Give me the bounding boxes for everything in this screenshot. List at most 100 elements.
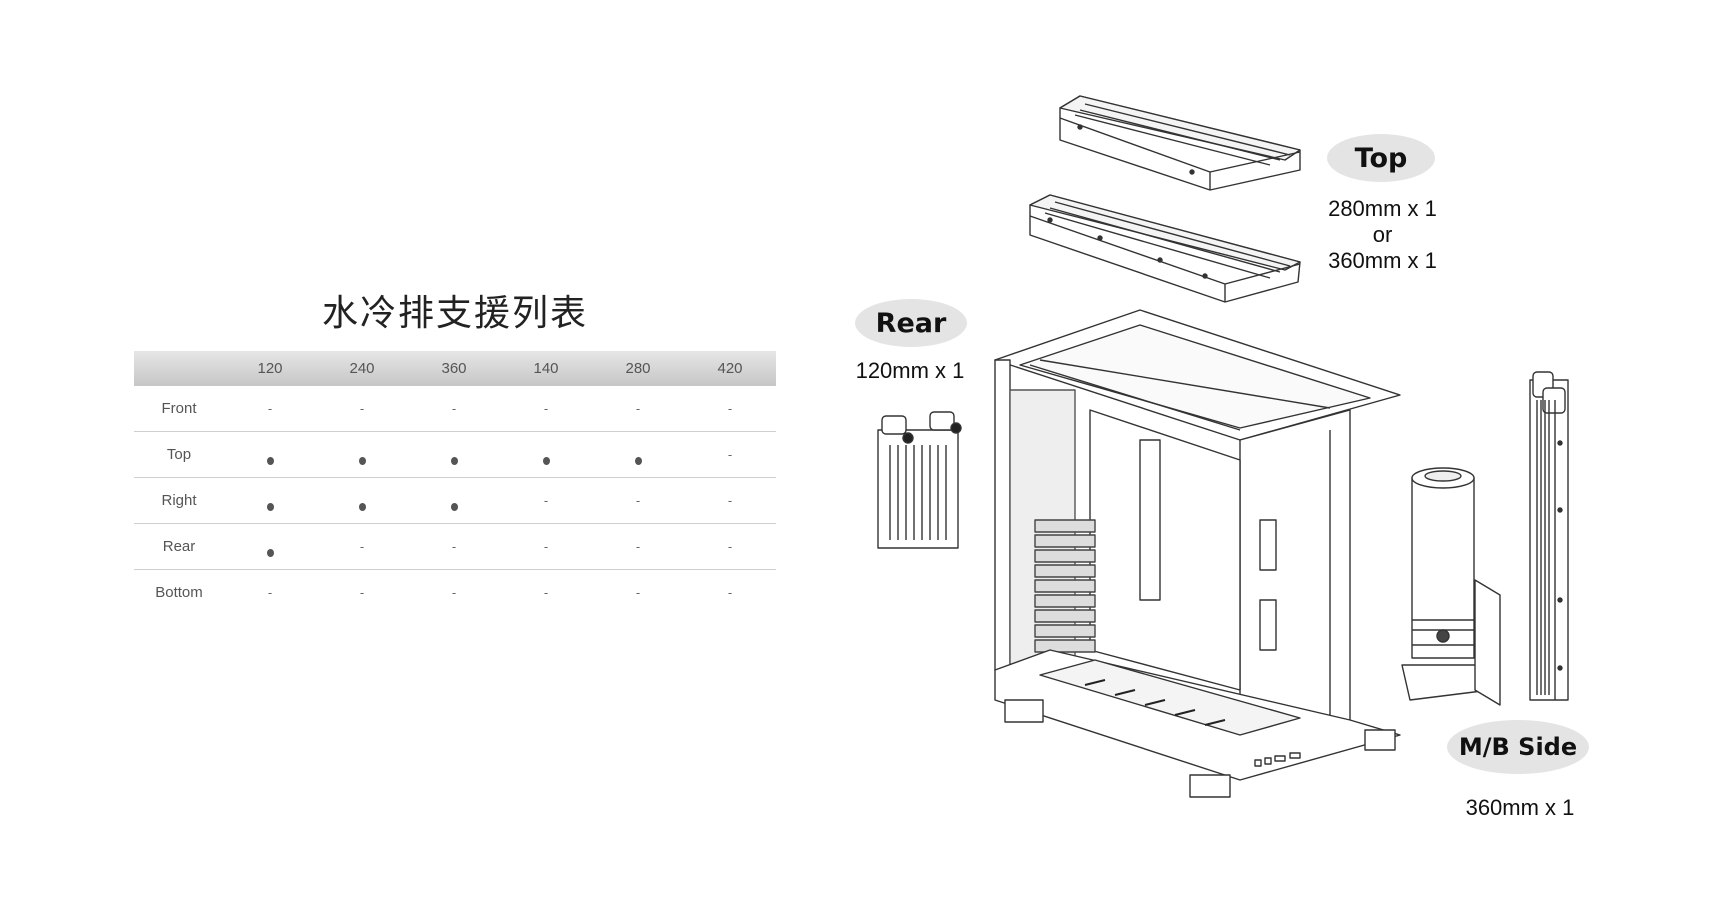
support-cell: - [500,386,592,432]
support-cell: - [316,570,408,616]
unsupported-dash: - [635,539,641,554]
unsupported-dash: - [359,585,365,600]
support-cell: - [316,386,408,432]
support-cell: ● [224,477,316,524]
support-cell: - [684,570,776,616]
pc-case-image [994,309,1401,798]
column-header: 420 [684,351,776,386]
callout-top-label: Top [1354,142,1408,174]
unsupported-dash: - [359,539,365,554]
support-cell: ● [408,431,500,478]
supported-dot: ● [634,457,642,465]
unsupported-dash: - [727,447,733,462]
spec-line: 360mm x 1 [1328,248,1437,273]
unsupported-dash: - [267,585,273,600]
supported-dot: ● [266,503,274,511]
unsupported-dash: - [543,539,549,554]
unsupported-dash: - [451,401,457,416]
support-cell: - [500,477,592,524]
radiator-support-table: 120 240 360 140 280 420 Front - - - - - - Top ● ●… [134,351,776,615]
top-radiator-360-image [1029,194,1301,303]
supported-dot: ● [542,457,550,465]
spec-line: 280mm x 1 [1328,196,1437,221]
support-cell: - [224,386,316,432]
unsupported-dash: - [267,401,273,416]
support-cell: - [684,477,776,524]
page-title: 水冷排支援列表 [321,293,588,334]
callout-top-spec: 280mm x 1 or 360mm x 1 [1315,196,1450,274]
supported-dot: ● [266,457,274,465]
support-cell: - [592,477,684,524]
support-cell: - [408,570,500,616]
support-cell: ● [316,431,408,478]
column-header: 360 [408,351,500,386]
table-row: Top ● ● ● ● ● - [134,431,776,478]
callout-mbside-label: M/B Side [1458,733,1578,761]
row-label: Front [134,386,224,432]
supported-dot: ● [358,503,366,511]
support-cell: - [592,570,684,616]
callout-top-badge: Top [1327,134,1435,182]
table-header-row: 120 240 360 140 280 420 [134,351,776,386]
table-row: Rear●----- [134,523,776,570]
support-cell: ● [224,431,316,478]
support-cell: ● [224,523,316,570]
supported-dot: ● [450,457,458,465]
support-cell: - [592,523,684,570]
callout-rear-badge: Rear [855,299,967,347]
row-label: Bottom [155,584,203,601]
callout-rear-label: Rear [875,307,947,339]
supported-dot: ● [450,503,458,511]
unsupported-dash: - [635,401,641,416]
callout-mbside-spec: 360mm x 1 [1450,795,1590,821]
support-cell: - [408,523,500,570]
table-row: Right ● ● ● - - - [134,477,776,524]
row-label: Right [134,477,224,524]
support-cell: ● [592,431,684,478]
rear-radiator-120-image [877,411,962,549]
column-header: 240 [316,351,408,386]
column-header [134,351,224,386]
table-row: Bottom - - - - - - [134,570,776,616]
row-label: Top [134,431,224,478]
unsupported-dash: - [543,493,549,508]
pump-reservoir-image [1401,467,1501,706]
unsupported-dash: - [635,493,641,508]
unsupported-dash: - [727,585,733,600]
unsupported-dash: - [727,539,733,554]
unsupported-dash: - [727,401,733,416]
support-cell: - [684,431,776,478]
support-cell: - [592,386,684,432]
spec-line: 120mm x 1 [855,358,965,383]
unsupported-dash: - [635,585,641,600]
support-cell: - [500,523,592,570]
support-cell: - [500,570,592,616]
support-cell: - [224,570,316,616]
supported-dot: ● [266,549,274,557]
support-cell: ● [500,431,592,478]
side-radiator-360-image [1529,371,1569,701]
supported-dot: ● [358,457,366,465]
callout-rear-spec: 120mm x 1 [845,358,975,384]
unsupported-dash: - [543,585,549,600]
support-cell: - [684,386,776,432]
unsupported-dash: - [451,585,457,600]
column-header: 120 [224,351,316,386]
support-cell: - [684,523,776,570]
spec-line: or [1372,222,1393,247]
support-cell: ● [316,477,408,524]
unsupported-dash: - [543,401,549,416]
top-radiator-280-image [1059,95,1301,191]
spec-line: 360mm x 1 [1465,795,1575,820]
column-header: 140 [500,351,592,386]
unsupported-dash: - [359,401,365,416]
support-cell: - [408,386,500,432]
unsupported-dash: - [727,493,733,508]
support-cell: ● [408,477,500,524]
support-cell: - [316,523,408,570]
column-header: 280 [592,351,684,386]
callout-mbside-badge: M/B Side [1447,720,1589,774]
unsupported-dash: - [451,539,457,554]
table-row: Front - - - - - - [134,386,776,432]
